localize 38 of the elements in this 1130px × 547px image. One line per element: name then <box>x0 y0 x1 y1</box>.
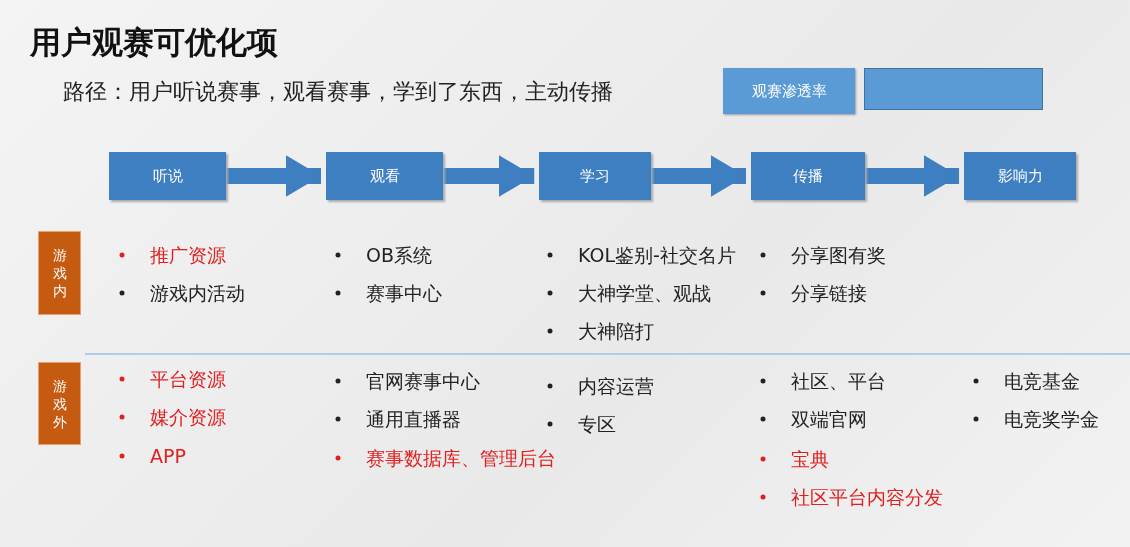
bullet-item: 内容运营 <box>578 374 654 398</box>
category-box: 游戏内 <box>38 231 81 315</box>
bullet-item: KOL鉴别-社交名片 <box>578 243 736 267</box>
bullet-item: 平台资源 <box>150 367 226 391</box>
bullet-item: 电竞奖学金 <box>1004 407 1099 431</box>
bullet-item: 通用直播器 <box>366 407 461 431</box>
bullet-item: 电竞基金 <box>1004 369 1080 393</box>
bullet-item: 赛事中心 <box>366 281 442 305</box>
bullet-item: 媒介资源 <box>150 405 226 429</box>
stage-box: 学习 <box>539 152 651 200</box>
bullet-item: APP <box>150 444 186 468</box>
bullet-item: 推广资源 <box>150 243 226 267</box>
metric-box: 观赛渗透率 <box>723 68 855 114</box>
bullet-item: 分享图有奖 <box>791 243 886 267</box>
path-text: 路径：用户听说赛事，观看赛事，学到了东西，主动传播 <box>63 78 613 106</box>
stage-box: 观看 <box>326 152 443 200</box>
bullet-item: 专区 <box>578 412 616 436</box>
arrow <box>865 155 960 197</box>
bullet-item: 赛事数据库、管理后台 <box>366 446 556 470</box>
title: 用户观赛可优化项 <box>30 23 278 62</box>
stage-box: 听说 <box>109 152 226 200</box>
bullet-item: 大神陪打 <box>578 319 654 343</box>
stage-box: 传播 <box>751 152 865 200</box>
bullet-item: OB系统 <box>366 243 432 267</box>
arrow <box>651 155 746 197</box>
bullet-item: 官网赛事中心 <box>366 369 480 393</box>
bullet-item: 社区、平台 <box>791 369 886 393</box>
bullet-item: 大神学堂、观战 <box>578 281 711 305</box>
category-box: 游戏外 <box>38 362 81 445</box>
arrow <box>226 155 321 197</box>
bullet-item: 双端官网 <box>791 407 867 431</box>
bullet-item: 游戏内活动 <box>150 281 245 305</box>
bullet-item: 社区平台内容分发 <box>791 485 943 509</box>
empty-box <box>864 68 1043 110</box>
stage-box: 影响力 <box>964 152 1076 200</box>
bullet-item: 宝典 <box>791 447 829 471</box>
arrow <box>443 155 535 197</box>
bullet-item: 分享链接 <box>791 281 867 305</box>
